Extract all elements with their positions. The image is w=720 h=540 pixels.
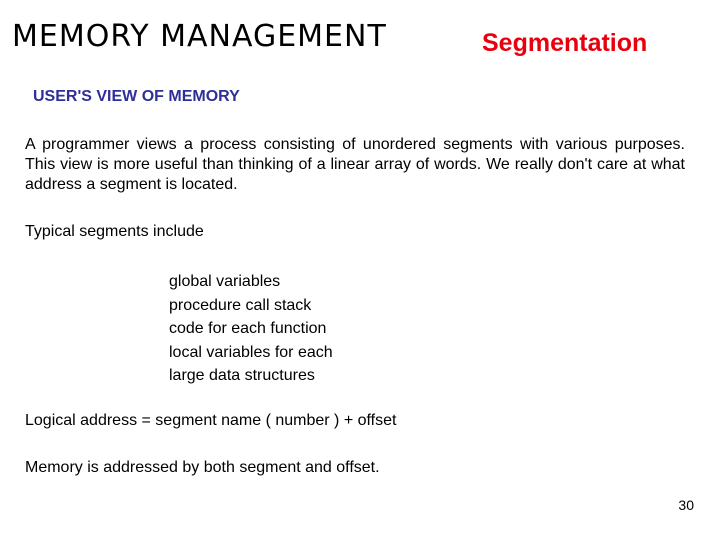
list-item: local variables for each (169, 343, 333, 361)
section-heading: USER'S VIEW OF MEMORY (33, 88, 240, 105)
segment-list: global variables procedure call stack co… (169, 270, 333, 388)
slide-subtitle: Segmentation (482, 29, 648, 57)
list-item: code for each function (169, 320, 327, 338)
body-paragraph: A programmer views a process consisting … (25, 136, 685, 193)
page-number: 30 (678, 497, 694, 513)
memory-statement: Memory is addressed by both segment and … (25, 459, 380, 476)
list-item: procedure call stack (169, 296, 312, 314)
list-item: large data structures (169, 367, 315, 385)
typical-segments-intro: Typical segments include (25, 223, 204, 240)
list-item: global variables (169, 273, 281, 290)
slide-title: MEMORY MANAGEMENT (12, 19, 387, 54)
logical-address-line: Logical address = segment name ( number … (25, 412, 397, 429)
